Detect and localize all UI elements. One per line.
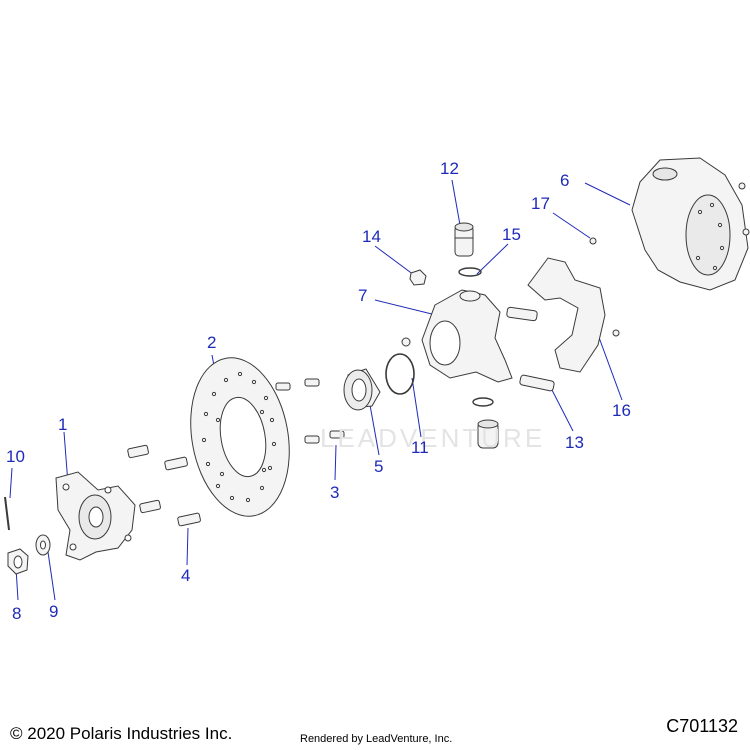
callout-9[interactable]: 9 — [49, 602, 59, 621]
callout-17[interactable]: 17 — [531, 194, 550, 213]
brake-disc-part — [190, 357, 290, 517]
callout-14[interactable]: 14 — [362, 227, 381, 246]
callout-11[interactable]: 11 — [411, 438, 429, 457]
washer-part — [35, 534, 51, 556]
callout-8[interactable]: 8 — [12, 604, 22, 623]
callout-1[interactable]: 1 — [58, 415, 68, 434]
callout-2[interactable]: 2 — [207, 333, 217, 352]
wheel-bearing-part — [343, 368, 381, 411]
callout-10[interactable]: 10 — [6, 447, 25, 466]
callout-4[interactable]: 4 — [181, 566, 191, 585]
lower-ball-joint-part — [472, 397, 499, 449]
copyright-text: © 2020 Polaris Industries Inc. — [10, 724, 233, 743]
small-screw-part — [589, 237, 597, 245]
callout-3[interactable]: 3 — [330, 483, 340, 502]
o-ring-part — [458, 267, 482, 277]
snap-ring-part — [385, 353, 415, 395]
knuckle-nut-part — [409, 269, 427, 286]
parts — [4, 157, 750, 575]
callout-6[interactable]: 6 — [560, 171, 570, 190]
callout-12[interactable]: 12 — [440, 159, 459, 178]
leadventure-watermark: LEADVENTURE — [320, 423, 546, 453]
callout-15[interactable]: 15 — [502, 225, 521, 244]
steering-knuckle-part — [401, 289, 513, 383]
callout-5[interactable]: 5 — [374, 457, 384, 476]
callout-7[interactable]: 7 — [358, 286, 368, 305]
disc-bolts-part — [275, 378, 345, 444]
rendered-by-text: Rendered by LeadVenture, Inc. — [300, 733, 453, 745]
knuckle-bolts-part — [506, 306, 555, 392]
cotter-pin-part — [4, 496, 10, 531]
leader-lines — [9, 179, 631, 601]
callout-13[interactable]: 13 — [565, 433, 584, 452]
castle-nut-part — [7, 548, 29, 575]
hub-bolts-part — [127, 444, 201, 527]
upper-ball-joint-part — [454, 222, 474, 257]
brake-caliper-assembly-part — [631, 157, 750, 291]
callout-16[interactable]: 16 — [612, 401, 631, 420]
caliper-bracket-part — [527, 257, 620, 373]
diagram-code: C701132 — [666, 716, 738, 736]
wheel-hub-part — [55, 471, 136, 561]
